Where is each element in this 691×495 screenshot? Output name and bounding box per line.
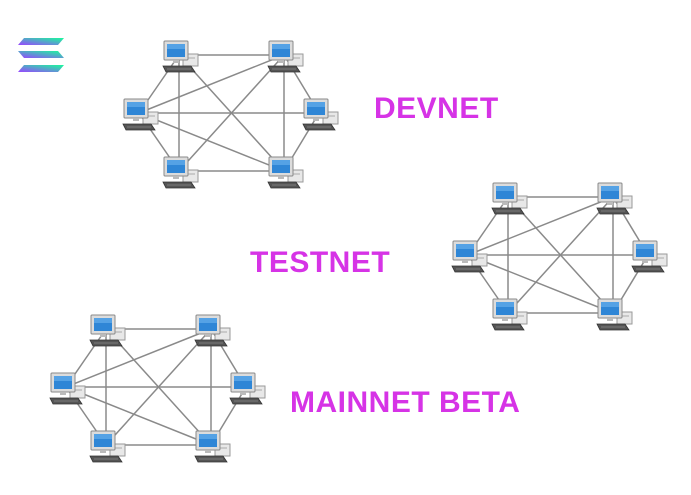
network-link xyxy=(138,54,285,114)
desktop-computer-icon xyxy=(162,156,199,189)
network-link xyxy=(467,254,614,314)
network-link xyxy=(65,328,212,388)
network-link xyxy=(467,196,614,256)
desktop-computer-icon xyxy=(596,298,633,331)
desktop-computer-icon xyxy=(491,298,528,331)
mainnet-beta-label: MAINNET BETA xyxy=(290,386,521,419)
desktop-computer-icon xyxy=(194,314,231,347)
desktop-computer-icon xyxy=(89,314,126,347)
desktop-computer-icon xyxy=(491,182,528,215)
mainnet-beta-cluster xyxy=(49,314,266,463)
testnet-label: TESTNET xyxy=(250,246,391,279)
desktop-computer-icon xyxy=(631,240,668,273)
desktop-computer-icon xyxy=(89,430,126,463)
desktop-computer-icon xyxy=(122,98,159,131)
network-link xyxy=(138,112,285,172)
desktop-computer-icon xyxy=(229,372,266,405)
desktop-computer-icon xyxy=(267,156,304,189)
desktop-computer-icon xyxy=(162,40,199,73)
desktop-computer-icon xyxy=(194,430,231,463)
desktop-computer-icon xyxy=(451,240,488,273)
testnet-cluster xyxy=(451,182,668,331)
desktop-computer-icon xyxy=(596,182,633,215)
desktop-computer-icon xyxy=(302,98,339,131)
devnet-label: DEVNET xyxy=(374,92,499,125)
devnet-cluster xyxy=(122,40,339,189)
desktop-computer-icon xyxy=(267,40,304,73)
solana-logo-icon xyxy=(18,38,64,72)
network-link xyxy=(65,386,212,446)
desktop-computer-icon xyxy=(49,372,86,405)
